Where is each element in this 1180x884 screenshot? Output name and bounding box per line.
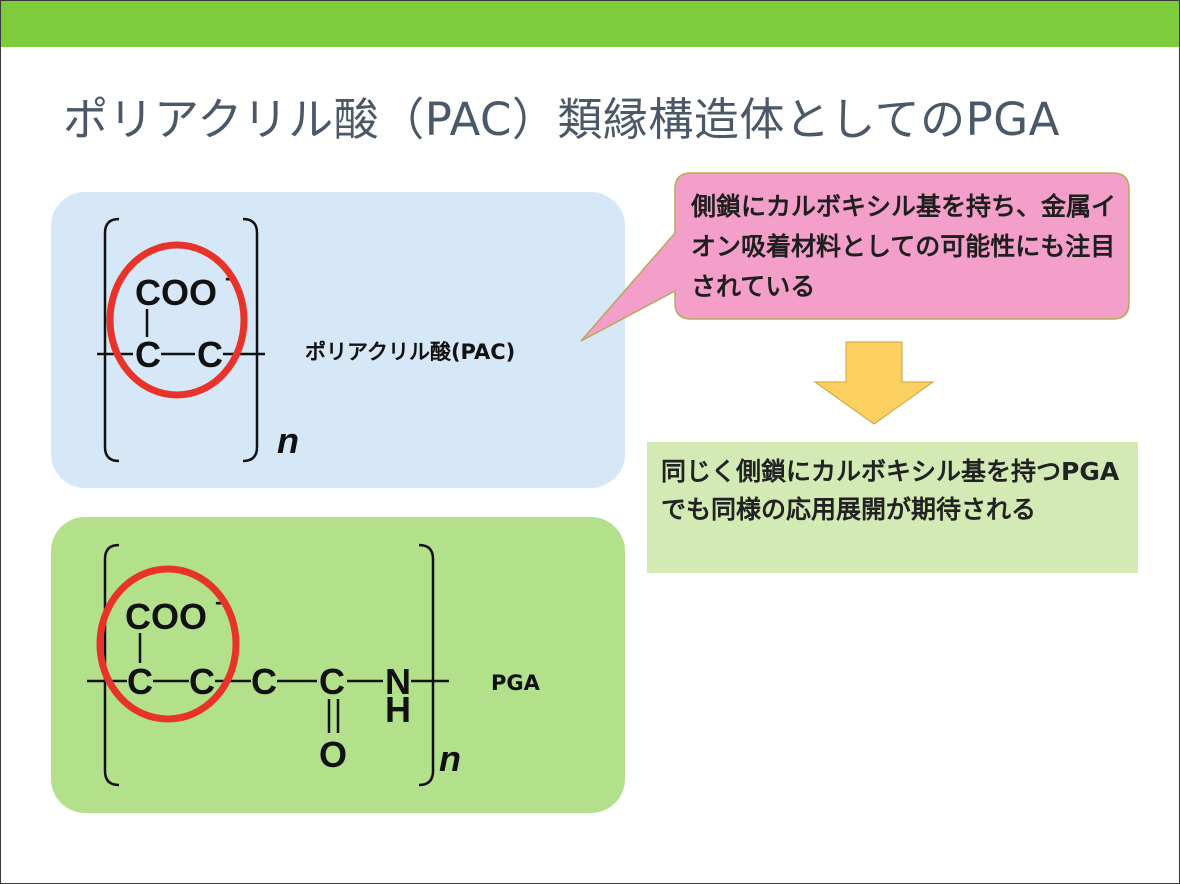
pga-structure: COO - C C C C N H O n — [87, 543, 461, 787]
pga-right-bracket — [418, 543, 435, 787]
pac-repeat-n: n — [277, 420, 299, 461]
pga-carbonyl-oxygen: O — [319, 734, 347, 775]
callout-text: 側鎖にカルボキシル基を持ち、金属イオン吸着材料としての可能性にも注目されている — [691, 192, 1117, 301]
pac-panel — [51, 192, 625, 488]
pac-left-bracket — [103, 217, 120, 463]
pga-left-bracket — [103, 543, 120, 787]
pga-backbone-c4: C — [319, 661, 345, 702]
down-arrow — [813, 341, 935, 425]
pga-label: PGA — [491, 671, 540, 695]
pga-panel — [51, 517, 625, 813]
pga-repeat-n: n — [439, 738, 461, 779]
pga-highlight-circle — [96, 565, 240, 723]
pac-structure: COO - C C n — [97, 217, 299, 463]
callout-bubble — [580, 172, 1130, 342]
pac-label: ポリアクリル酸(PAC) — [305, 340, 516, 364]
pac-right-bracket — [242, 217, 259, 463]
pga-backbone-c1: C — [127, 661, 153, 702]
header-bar — [1, 1, 1179, 47]
pac-highlight-circle — [106, 241, 248, 399]
pga-charge: - — [215, 589, 222, 614]
conclusion-box: 同じく側鎖にカルボキシル基を持つPGAでも同様の応用展開が期待される — [647, 442, 1138, 573]
pac-backbone-c2: C — [197, 334, 223, 375]
pac-backbone-c1: C — [135, 334, 161, 375]
pga-backbone-c2: C — [189, 661, 215, 702]
pac-side-group: COO — [135, 272, 217, 313]
slide-title: ポリアクリル酸（PAC）類縁構造体としてのPGA — [63, 93, 1060, 146]
pga-backbone-c3: C — [251, 661, 277, 702]
pga-amide-hydrogen: H — [385, 689, 411, 730]
pga-side-group: COO — [125, 596, 207, 637]
pga-backbone-n: N — [385, 661, 411, 702]
conclusion-text: 同じく側鎖にカルボキシル基を持つPGAでも同様の応用展開が期待される — [661, 457, 1120, 524]
